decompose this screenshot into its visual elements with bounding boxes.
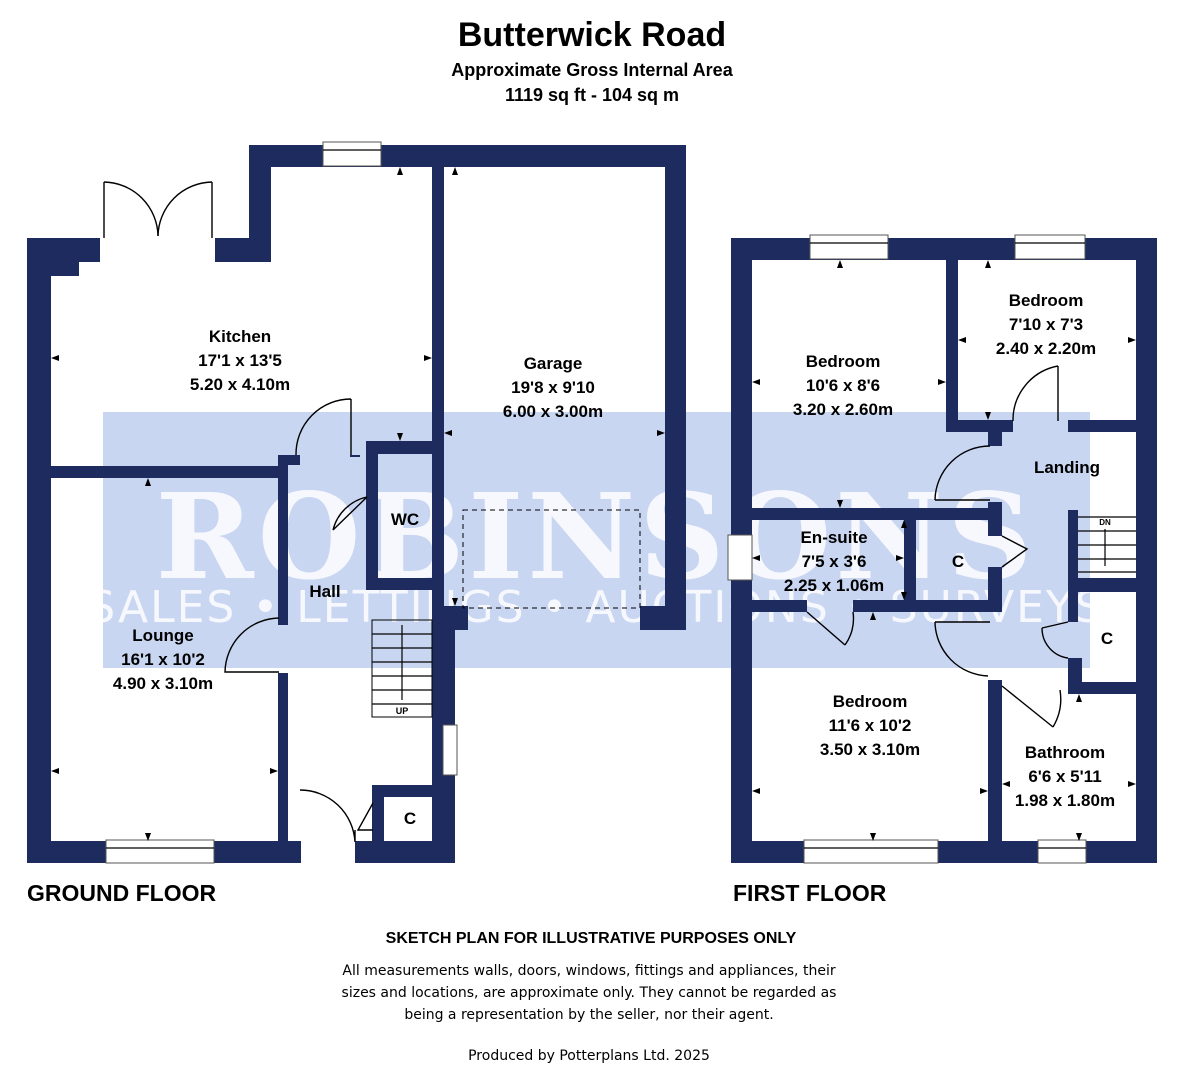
- bedroom1-door: [934, 445, 991, 501]
- bathroom-imperial: 6'6 x 5'11: [1028, 767, 1101, 786]
- first-cupboard1-label: C: [952, 552, 964, 571]
- bathroom-metric: 1.98 x 1.80m: [1015, 791, 1115, 810]
- bedroom2-imperial: 7'10 x 7'3: [1009, 315, 1083, 334]
- disclaimer-line3: being a representation by the seller, no…: [404, 1007, 773, 1023]
- watermark-band: [103, 412, 1090, 668]
- front-door: [299, 789, 356, 843]
- bedroom1-name: Bedroom: [806, 352, 881, 371]
- ensuite-name: En-suite: [800, 528, 867, 547]
- ensuite-window: [727, 534, 753, 581]
- cupboard1-door: [1001, 535, 1029, 568]
- ground-cupboard-label: C: [404, 809, 416, 828]
- lounge-metric: 4.90 x 3.10m: [113, 674, 213, 693]
- watermark-brand: ROBINSONS: [156, 467, 1037, 606]
- first-cupboard2-label: C: [1101, 629, 1113, 648]
- landing-label: Landing: [1034, 458, 1100, 477]
- bedroom2-window: [1014, 234, 1086, 260]
- disclaimer-line2: sizes and locations, are approximate onl…: [342, 985, 837, 1001]
- hall-label: Hall: [309, 582, 340, 601]
- bathroom-name: Bathroom: [1025, 743, 1105, 762]
- disclaimer-title: SKETCH PLAN FOR ILLUSTRATIVE PURPOSES ON…: [386, 930, 797, 947]
- kitchen-imperial: 17'1 x 13'5: [198, 351, 282, 370]
- bedroom1-window: [809, 234, 889, 260]
- wc-label: WC: [391, 510, 419, 529]
- lounge-imperial: 16'1 x 10'2: [121, 650, 205, 669]
- garage-name: Garage: [524, 354, 583, 373]
- disclaimer-line1: All measurements walls, doors, windows, …: [342, 963, 835, 979]
- plan-area: 1119 sq ft - 104 sq m: [505, 85, 679, 105]
- bedroom1-metric: 3.20 x 2.60m: [793, 400, 893, 419]
- ensuite-door: [806, 611, 855, 646]
- ensuite-metric: 2.25 x 1.06m: [784, 576, 884, 595]
- bedroom2-door: [1012, 365, 1059, 422]
- wc-door: [332, 496, 368, 531]
- bedroom2-name: Bedroom: [1009, 291, 1084, 310]
- plan-title: Butterwick Road: [458, 16, 726, 54]
- lounge-door: [224, 617, 280, 673]
- bathroom-window: [1037, 839, 1087, 864]
- ensuite-imperial: 7'5 x 3'6: [802, 552, 867, 571]
- cupboard-door: [356, 802, 374, 831]
- ground-floor-label: GROUND FLOOR: [27, 880, 216, 906]
- kitchen-metric: 5.20 x 4.10m: [190, 375, 290, 394]
- first-stairs: [1078, 516, 1136, 573]
- bedroom1-imperial: 10'6 x 8'6: [806, 376, 880, 395]
- lounge-name: Lounge: [132, 626, 193, 645]
- lounge-window: [105, 839, 215, 864]
- plan-subtitle: Approximate Gross Internal Area: [451, 60, 733, 80]
- hall-window: [442, 724, 458, 776]
- kitchen-door: [295, 398, 352, 456]
- bedroom3-window: [803, 839, 939, 864]
- bedroom3-door: [934, 621, 990, 677]
- french-doors: [103, 181, 213, 238]
- bedroom3-name: Bedroom: [833, 692, 908, 711]
- ground-floor-walls: [27, 145, 686, 863]
- bedroom3-metric: 3.50 x 3.10m: [820, 740, 920, 759]
- bathroom-door: [1001, 685, 1062, 728]
- measurement-arrows: [51, 167, 1136, 841]
- cupboard2-door: [1041, 621, 1069, 659]
- bedroom3-imperial: 11'6 x 10'2: [829, 716, 912, 735]
- kitchen-name: Kitchen: [209, 327, 271, 346]
- ground-stairs-label: UP: [396, 706, 409, 716]
- first-stairs-label: DN: [1099, 518, 1111, 527]
- garage-imperial: 19'8 x 9'10: [511, 378, 595, 397]
- kitchen-window: [322, 141, 382, 167]
- ground-stairs: [371, 619, 433, 718]
- first-floor-label: FIRST FLOOR: [733, 880, 887, 906]
- bedroom2-metric: 2.40 x 2.20m: [996, 339, 1096, 358]
- garage-metric: 6.00 x 3.00m: [503, 402, 603, 421]
- producer-credit: Produced by Potterplans Ltd. 2025: [468, 1048, 710, 1064]
- garage-door-outline: [462, 509, 641, 609]
